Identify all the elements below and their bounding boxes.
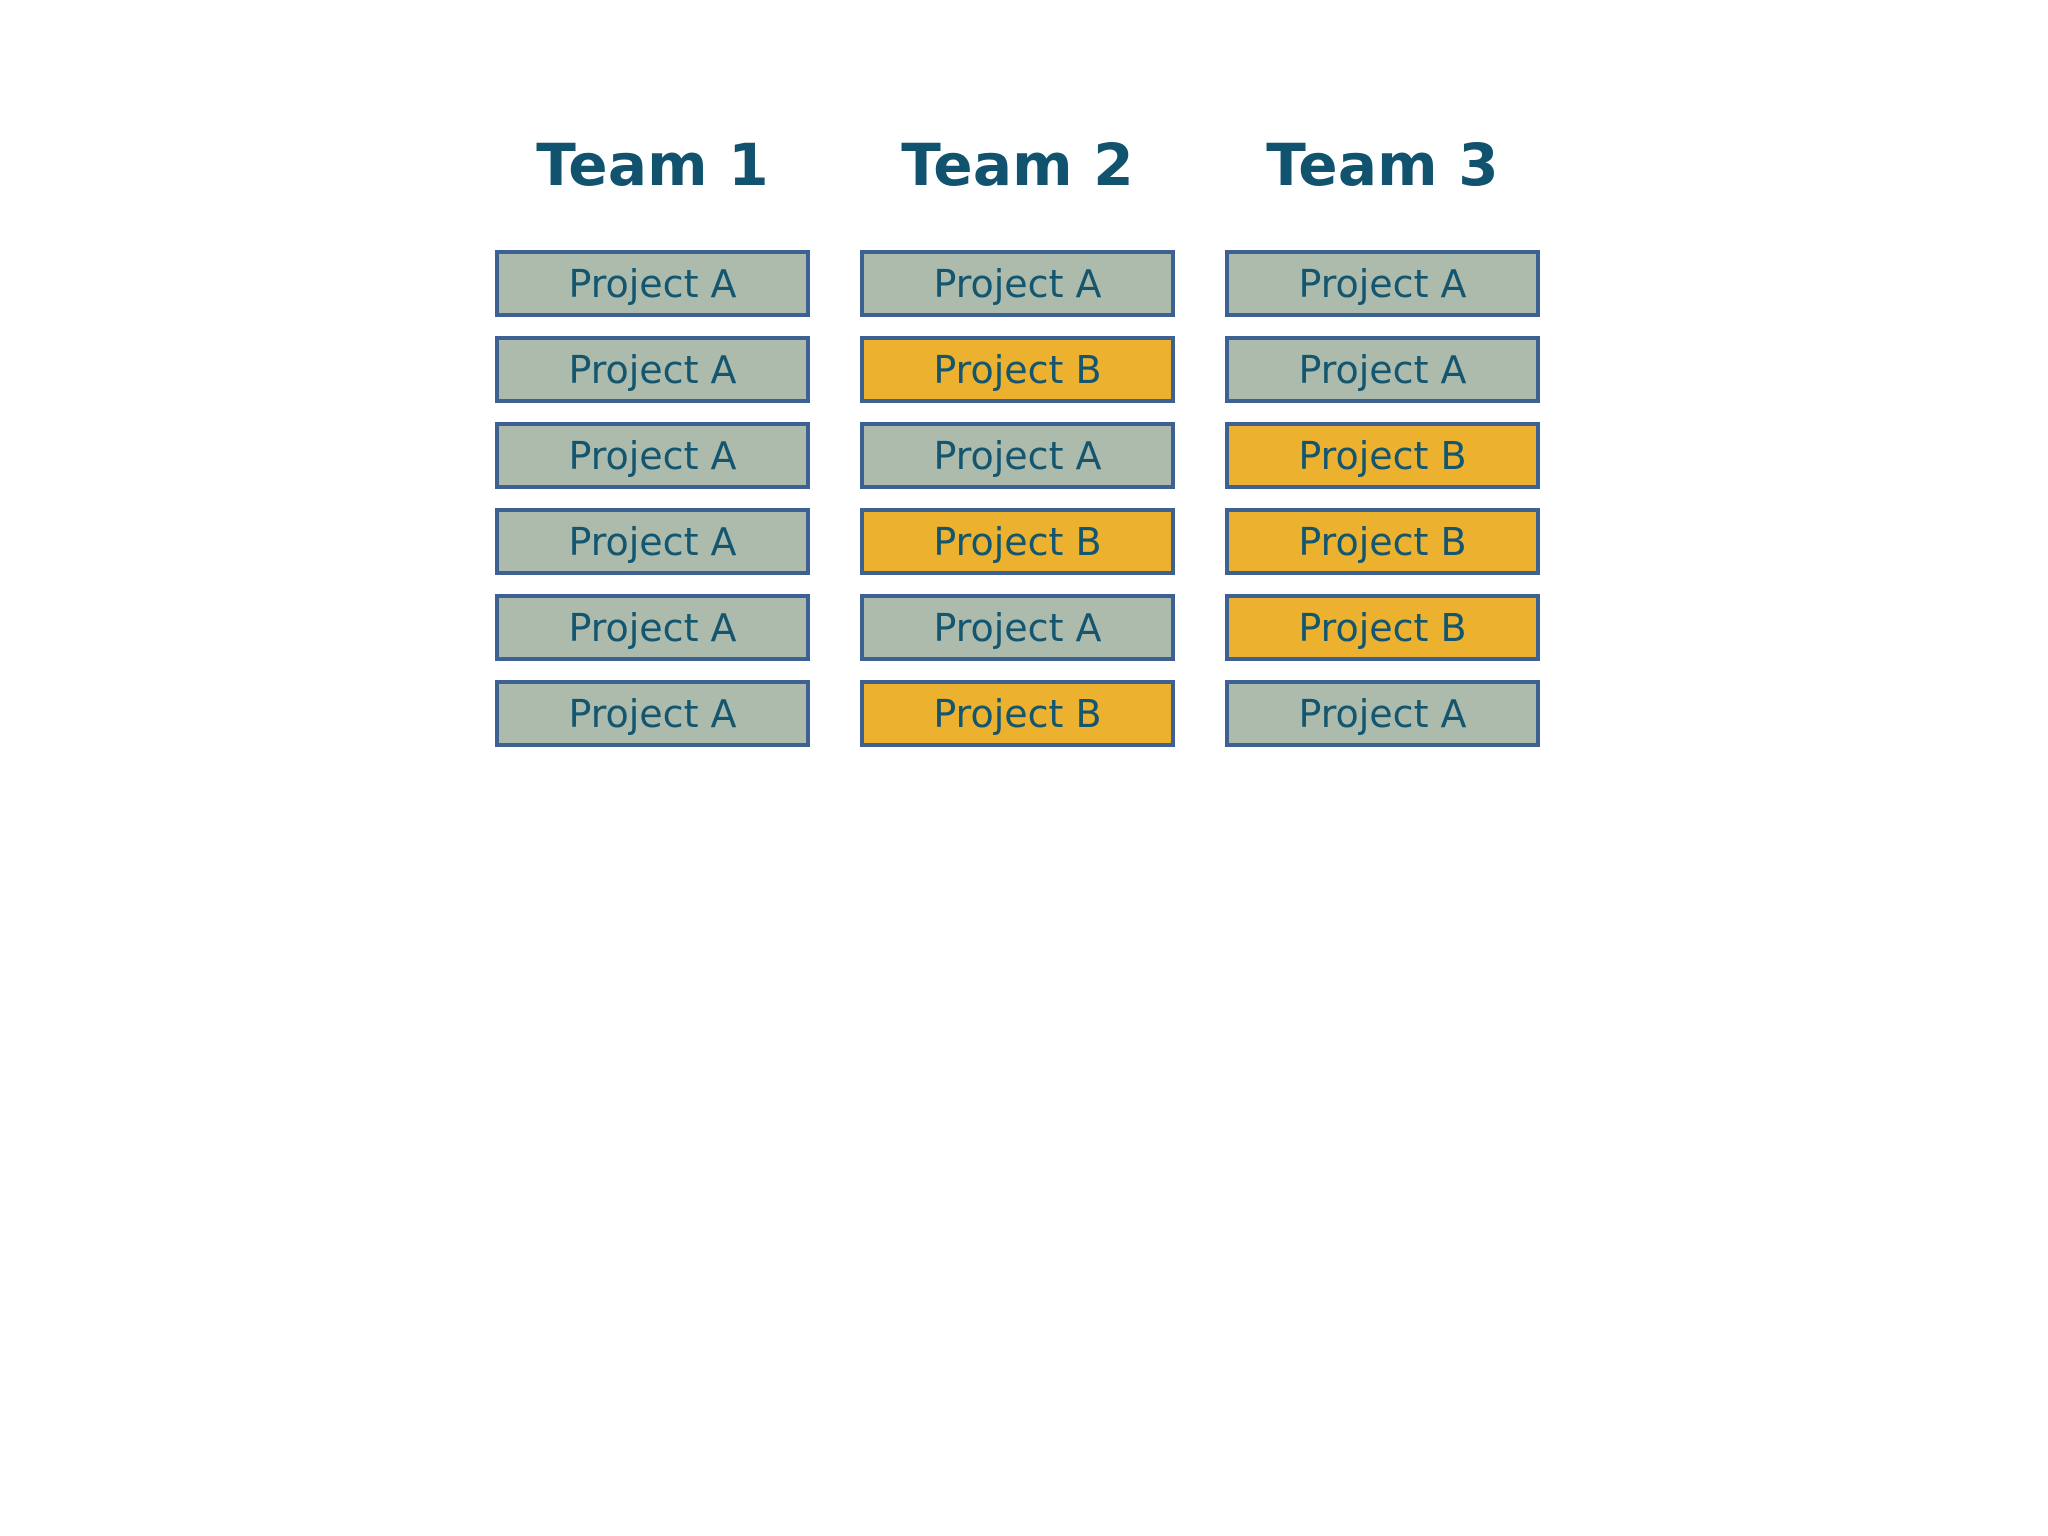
team-column-3: Team 3 Project A Project A Project B Pro…	[1225, 110, 1540, 747]
project-card[interactable]: Project A	[495, 508, 810, 575]
project-card-label: Project B	[933, 347, 1102, 392]
team-column-2: Team 2 Project A Project B Project A Pro…	[860, 110, 1175, 747]
project-card[interactable]: Project A	[495, 250, 810, 317]
project-card[interactable]: Project A	[495, 680, 810, 747]
team-1-card-list: Project A Project A Project A Project A …	[495, 250, 810, 747]
project-card-label: Project A	[933, 605, 1102, 650]
team-header-3: Team 3	[1266, 131, 1499, 199]
project-card-label: Project A	[568, 519, 737, 564]
project-card-label: Project A	[568, 433, 737, 478]
team-project-board: Team 1 Project A Project A Project A Pro…	[495, 110, 1540, 747]
project-card-label: Project B	[1298, 519, 1467, 564]
project-card-label: Project B	[933, 691, 1102, 736]
team-column-1: Team 1 Project A Project A Project A Pro…	[495, 110, 810, 747]
project-card[interactable]: Project A	[860, 250, 1175, 317]
project-card[interactable]: Project A	[495, 336, 810, 403]
project-card-label: Project B	[1298, 433, 1467, 478]
project-card[interactable]: Project A	[495, 594, 810, 661]
project-card-label: Project B	[1298, 605, 1467, 650]
project-card[interactable]: Project A	[1225, 336, 1540, 403]
team-header-2: Team 2	[901, 131, 1134, 199]
project-card-label: Project A	[933, 261, 1102, 306]
project-card[interactable]: Project B	[860, 680, 1175, 747]
project-card-label: Project A	[1298, 347, 1467, 392]
project-card-label: Project A	[933, 433, 1102, 478]
project-card-label: Project A	[568, 347, 737, 392]
team-2-card-list: Project A Project B Project A Project B …	[860, 250, 1175, 747]
project-card-label: Project A	[568, 605, 737, 650]
project-card-label: Project A	[1298, 261, 1467, 306]
project-card[interactable]: Project B	[1225, 422, 1540, 489]
team-header-1: Team 1	[536, 131, 769, 199]
project-card-label: Project B	[933, 519, 1102, 564]
project-card[interactable]: Project A	[495, 422, 810, 489]
team-3-card-list: Project A Project A Project B Project B …	[1225, 250, 1540, 747]
project-card-label: Project A	[1298, 691, 1467, 736]
project-card[interactable]: Project A	[860, 594, 1175, 661]
project-card[interactable]: Project A	[1225, 250, 1540, 317]
project-card[interactable]: Project B	[1225, 594, 1540, 661]
project-card[interactable]: Project B	[1225, 508, 1540, 575]
project-card[interactable]: Project A	[860, 422, 1175, 489]
project-card-label: Project A	[568, 691, 737, 736]
project-card[interactable]: Project B	[860, 336, 1175, 403]
project-card[interactable]: Project A	[1225, 680, 1540, 747]
project-card[interactable]: Project B	[860, 508, 1175, 575]
project-card-label: Project A	[568, 261, 737, 306]
